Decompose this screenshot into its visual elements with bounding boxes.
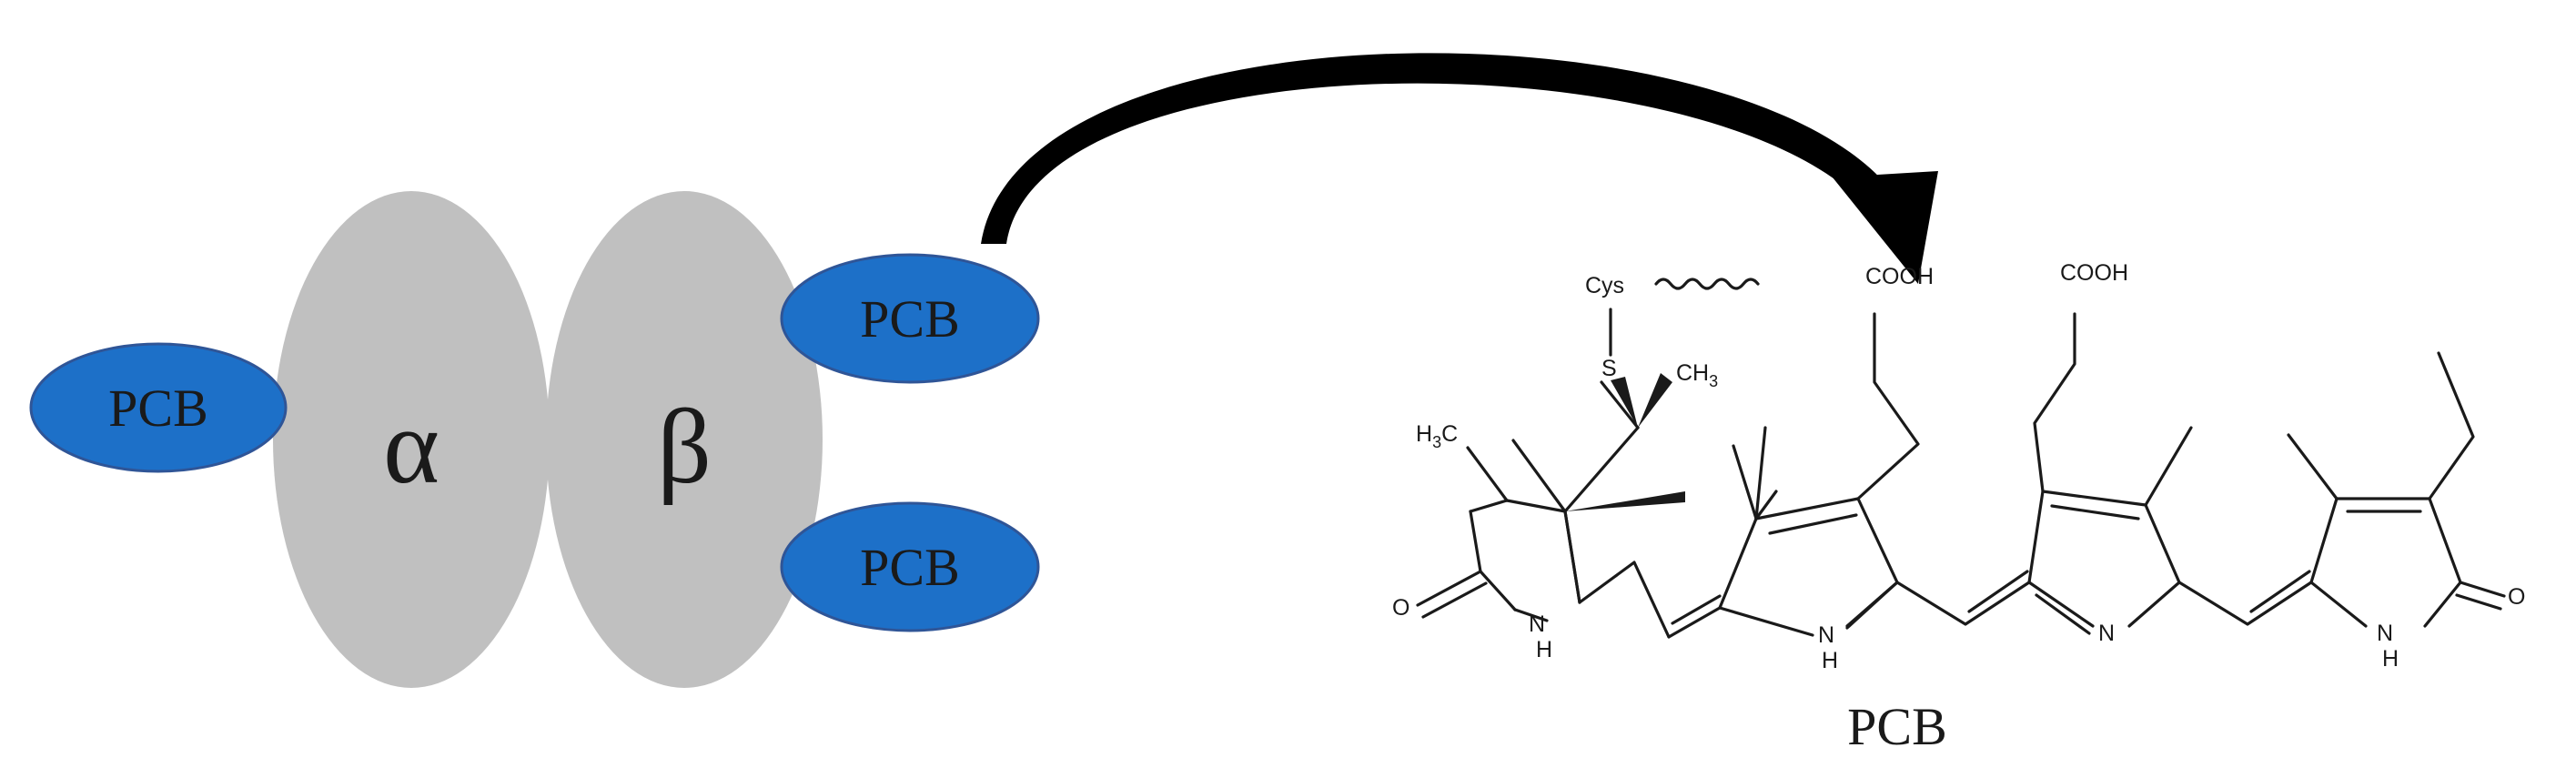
atom-h3c: H3C — [1416, 421, 1458, 451]
atom-ch3: CH3 — [1676, 360, 1718, 390]
atom-nh-d-h: H — [2382, 646, 2399, 672]
atom-nh-b-h: H — [1822, 648, 1838, 673]
pcb-top-right-chromophore — [780, 253, 1040, 384]
atom-oxygen-right: O — [2508, 584, 2525, 610]
atom-nh-d-n: N — [2377, 621, 2393, 646]
atom-labels: Cys S CH3 H3C COOH COOH O O N H N H N N … — [1392, 260, 2525, 673]
pcb-left-label: PCB — [108, 379, 208, 438]
pcb-left-chromophore — [29, 342, 288, 473]
arrow-body — [981, 53, 1888, 244]
atom-nh-a-n: N — [1529, 611, 1545, 637]
pcb-top-right-label: PCB — [860, 289, 960, 349]
atom-cooh-1: COOH — [1865, 264, 1934, 289]
ring-d — [2287, 351, 2506, 628]
atom-cys: Cys — [1585, 273, 1624, 298]
ring-c — [2027, 312, 2193, 635]
pcb-bottom-right-label: PCB — [860, 538, 960, 597]
atom-sulfur: S — [1601, 356, 1617, 381]
atom-nh-a-h: H — [1536, 637, 1552, 662]
pcb-molecule: Cys S CH3 H3C COOH COOH O O N H N H N N … — [1392, 260, 2525, 756]
molecule-caption: PCB — [1847, 697, 1947, 756]
atom-n-c: N — [2098, 621, 2115, 646]
ring-b — [1718, 312, 1920, 637]
protein-schematic: α β PCB PCB PCB — [29, 191, 1040, 688]
pcb-bottom-right-chromophore — [780, 501, 1040, 632]
alpha-label: α — [383, 387, 439, 506]
atom-oxygen-left: O — [1392, 595, 1409, 621]
beta-label: β — [657, 387, 712, 506]
atom-cooh-2: COOH — [2060, 260, 2128, 286]
beta-subunit — [546, 191, 823, 688]
ring-a — [1416, 278, 1760, 639]
atom-nh-b-n: N — [1818, 622, 1834, 648]
curved-arrow — [981, 53, 1938, 284]
alpha-subunit — [273, 191, 550, 688]
arrow-head — [1833, 171, 1938, 284]
